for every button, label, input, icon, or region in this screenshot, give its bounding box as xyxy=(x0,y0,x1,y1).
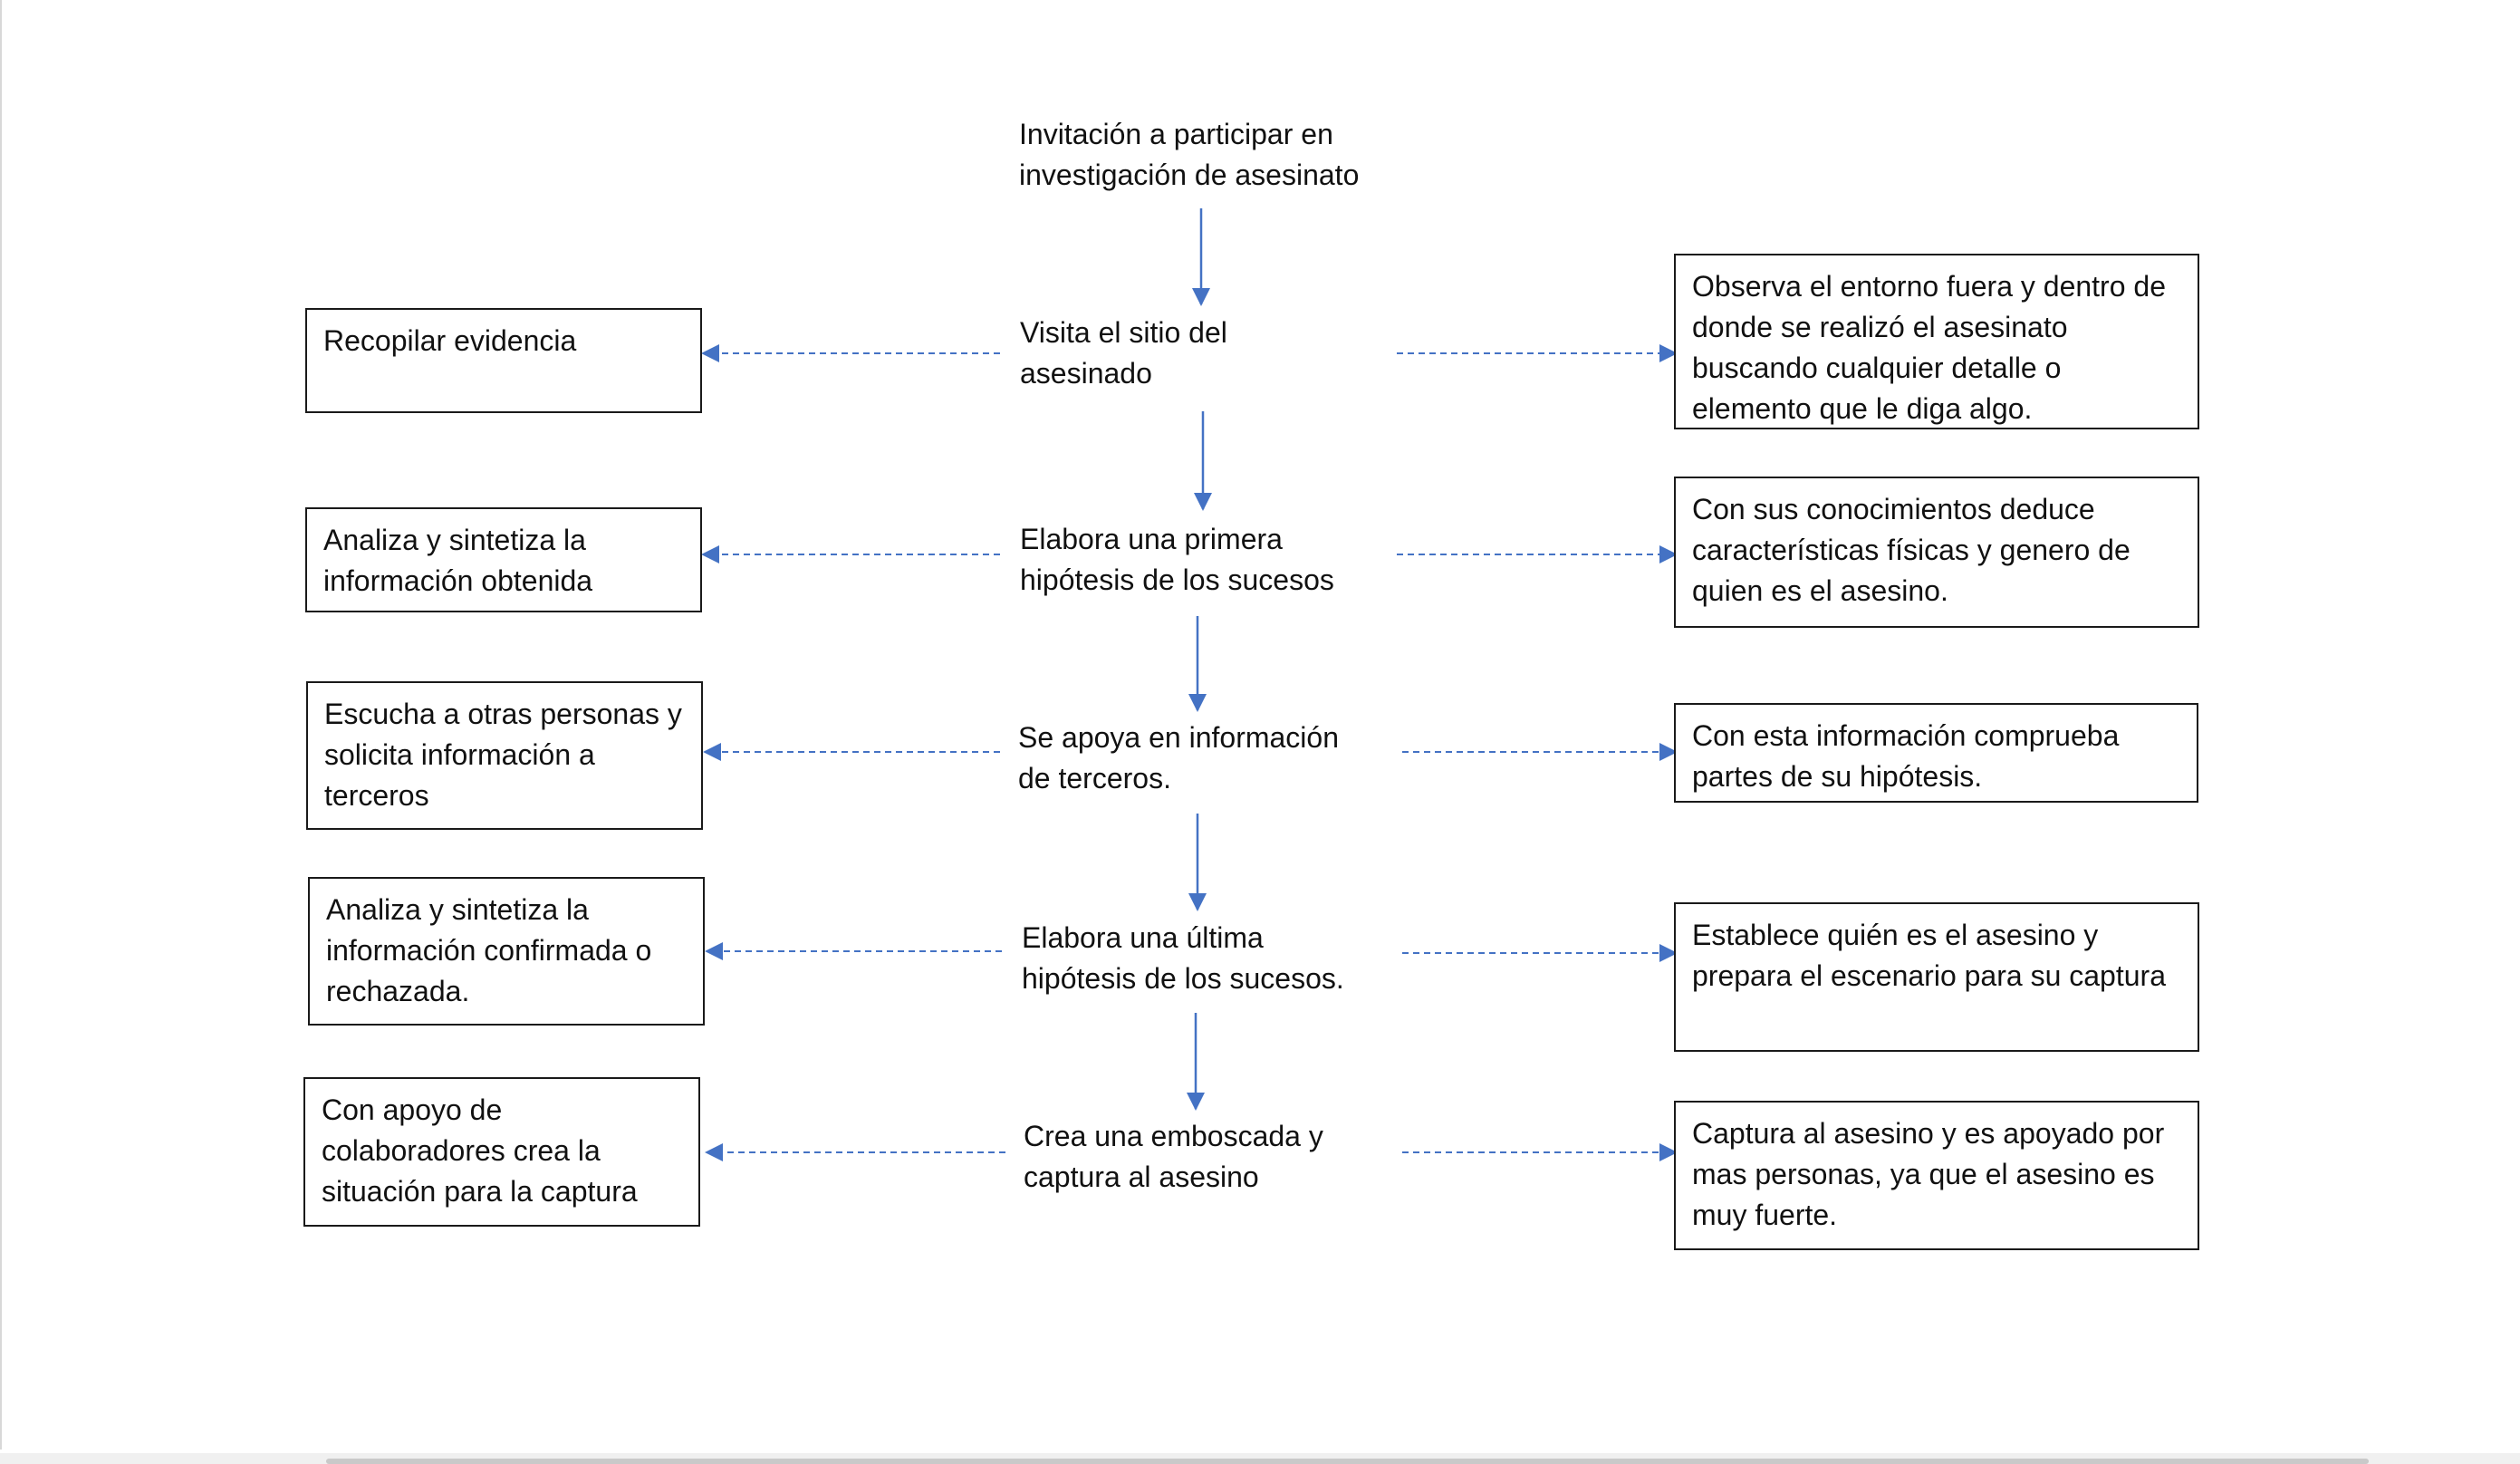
right-box-3: Con esta información comprueba partes de… xyxy=(1674,703,2198,803)
right-box-2: Con sus conocimientos deduce característ… xyxy=(1674,477,2199,628)
flow-step-6: Crea una emboscada y captura al asesino xyxy=(1024,1116,1323,1198)
right-box-4: Establece quién es el asesino y prepara … xyxy=(1674,902,2199,1052)
left-box-3: Escucha a otras personas y solicita info… xyxy=(306,681,703,830)
flow-step-4: Se apoya en información de terceros. xyxy=(1018,718,1339,799)
flow-step-3-line2: hipótesis de los sucesos xyxy=(1020,563,1334,596)
right-box-1: Observa el entorno fuera y dentro de don… xyxy=(1674,254,2199,429)
right-box-5: Captura al asesino y es apoyado por mas … xyxy=(1674,1101,2199,1250)
horizontal-scrollbar[interactable] xyxy=(326,1459,2369,1464)
flow-step-4-line1: Se apoya en información xyxy=(1018,721,1339,754)
flow-step-5-line2: hipótesis de los sucesos. xyxy=(1022,962,1344,995)
flow-step-6-line2: captura al asesino xyxy=(1024,1161,1259,1193)
flow-step-1: Invitación a participar en investigación… xyxy=(1019,114,1359,196)
flow-step-1-line1: Invitación a participar en xyxy=(1019,118,1333,150)
flow-step-5: Elabora una última hipótesis de los suce… xyxy=(1022,918,1344,999)
flow-step-3-line1: Elabora una primera xyxy=(1020,523,1283,555)
flow-step-6-line1: Crea una emboscada y xyxy=(1024,1120,1323,1152)
left-box-5: Con apoyo de colaboradores crea la situa… xyxy=(303,1077,700,1227)
flow-step-3: Elabora una primera hipótesis de los suc… xyxy=(1020,519,1334,601)
flow-step-2: Visita el sitio del asesinado xyxy=(1020,313,1227,394)
left-box-1: Recopilar evidencia xyxy=(305,308,702,413)
page-edge xyxy=(0,0,2,1450)
left-box-4: Analiza y sintetiza la información confi… xyxy=(308,877,705,1026)
left-box-2: Analiza y sintetiza la información obten… xyxy=(305,507,702,612)
flow-step-5-line1: Elabora una última xyxy=(1022,921,1264,954)
flow-step-4-line2: de terceros. xyxy=(1018,762,1171,795)
flow-step-2-line1: Visita el sitio del xyxy=(1020,316,1227,349)
flow-step-1-line2: investigación de asesinato xyxy=(1019,159,1360,191)
flow-step-2-line2: asesinado xyxy=(1020,357,1152,390)
